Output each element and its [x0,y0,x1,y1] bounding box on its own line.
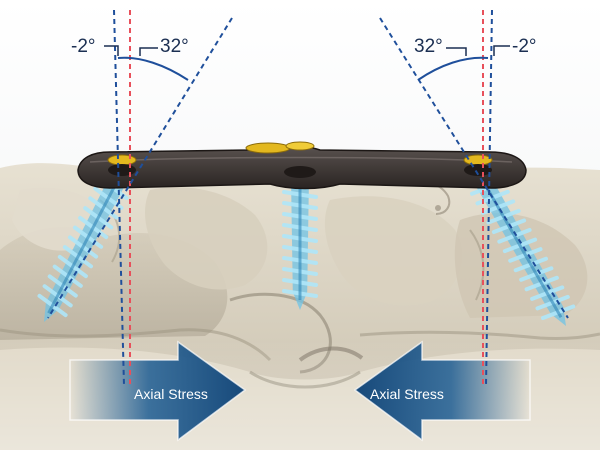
axial-stress-arrow-left [69,340,247,442]
right-pos-leader [446,47,467,56]
right-positive-angle-label: 32° [414,36,443,57]
right-axial-stress-label: Axial Stress [370,386,444,402]
left-neg-leader [104,45,119,56]
left-positive-angle-label: 32° [160,36,189,57]
right-negative-angle-label: -2° [512,36,537,57]
left-angle-annotation [47,9,233,386]
right-angle-annotation [379,9,569,386]
bone-plate [77,141,527,190]
left-axial-stress-label: Axial Stress [134,386,208,402]
left-negative-angle-label: -2° [71,36,96,57]
right-neg-leader [493,45,510,56]
left-pos-leader [139,47,158,56]
left-angle-arc [117,56,189,81]
left-positive-trajectory-line [47,17,233,319]
center-screw [282,176,318,310]
right-angle-arc [417,56,489,81]
axial-stress-arrow-right [353,340,531,442]
